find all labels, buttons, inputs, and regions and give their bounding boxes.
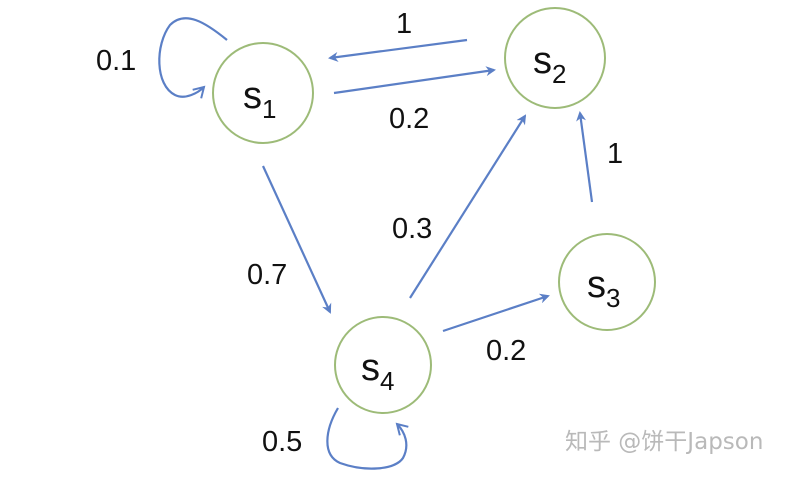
prob-s1-s1: 0.1 <box>96 45 136 77</box>
state-s4: s4 <box>334 316 432 414</box>
edge-s3-s2 <box>576 111 594 203</box>
svg-text:s3: s3 <box>587 264 620 313</box>
edge-s1-s1-loop <box>158 17 228 99</box>
prob-s4-s2: 0.3 <box>392 213 432 245</box>
svg-text:s2: s2 <box>533 40 566 89</box>
prob-s2-s1: 1 <box>396 8 412 40</box>
edge-s4-s4-loop <box>326 407 409 470</box>
edge-s1-s4 <box>262 165 332 314</box>
edge-s2-s1 <box>328 38 468 62</box>
prob-s1-s2: 0.2 <box>389 103 429 135</box>
prob-s3-s2: 1 <box>607 138 623 170</box>
edge-s1-s2 <box>333 66 496 95</box>
state-s1: s1 <box>212 42 314 144</box>
prob-s4-s4: 0.5 <box>262 426 302 458</box>
svg-text:s4: s4 <box>361 347 394 396</box>
svg-text:s1: s1 <box>243 75 276 124</box>
prob-s4-s3: 0.2 <box>486 335 526 367</box>
prob-s1-s4: 0.7 <box>247 259 287 291</box>
watermark: 知乎 @饼干Japson <box>565 429 763 455</box>
state-s3: s3 <box>558 233 656 331</box>
state-s2: s2 <box>504 7 606 109</box>
edge-s4-s3 <box>442 293 550 333</box>
edge-s4-s2 <box>409 114 527 299</box>
